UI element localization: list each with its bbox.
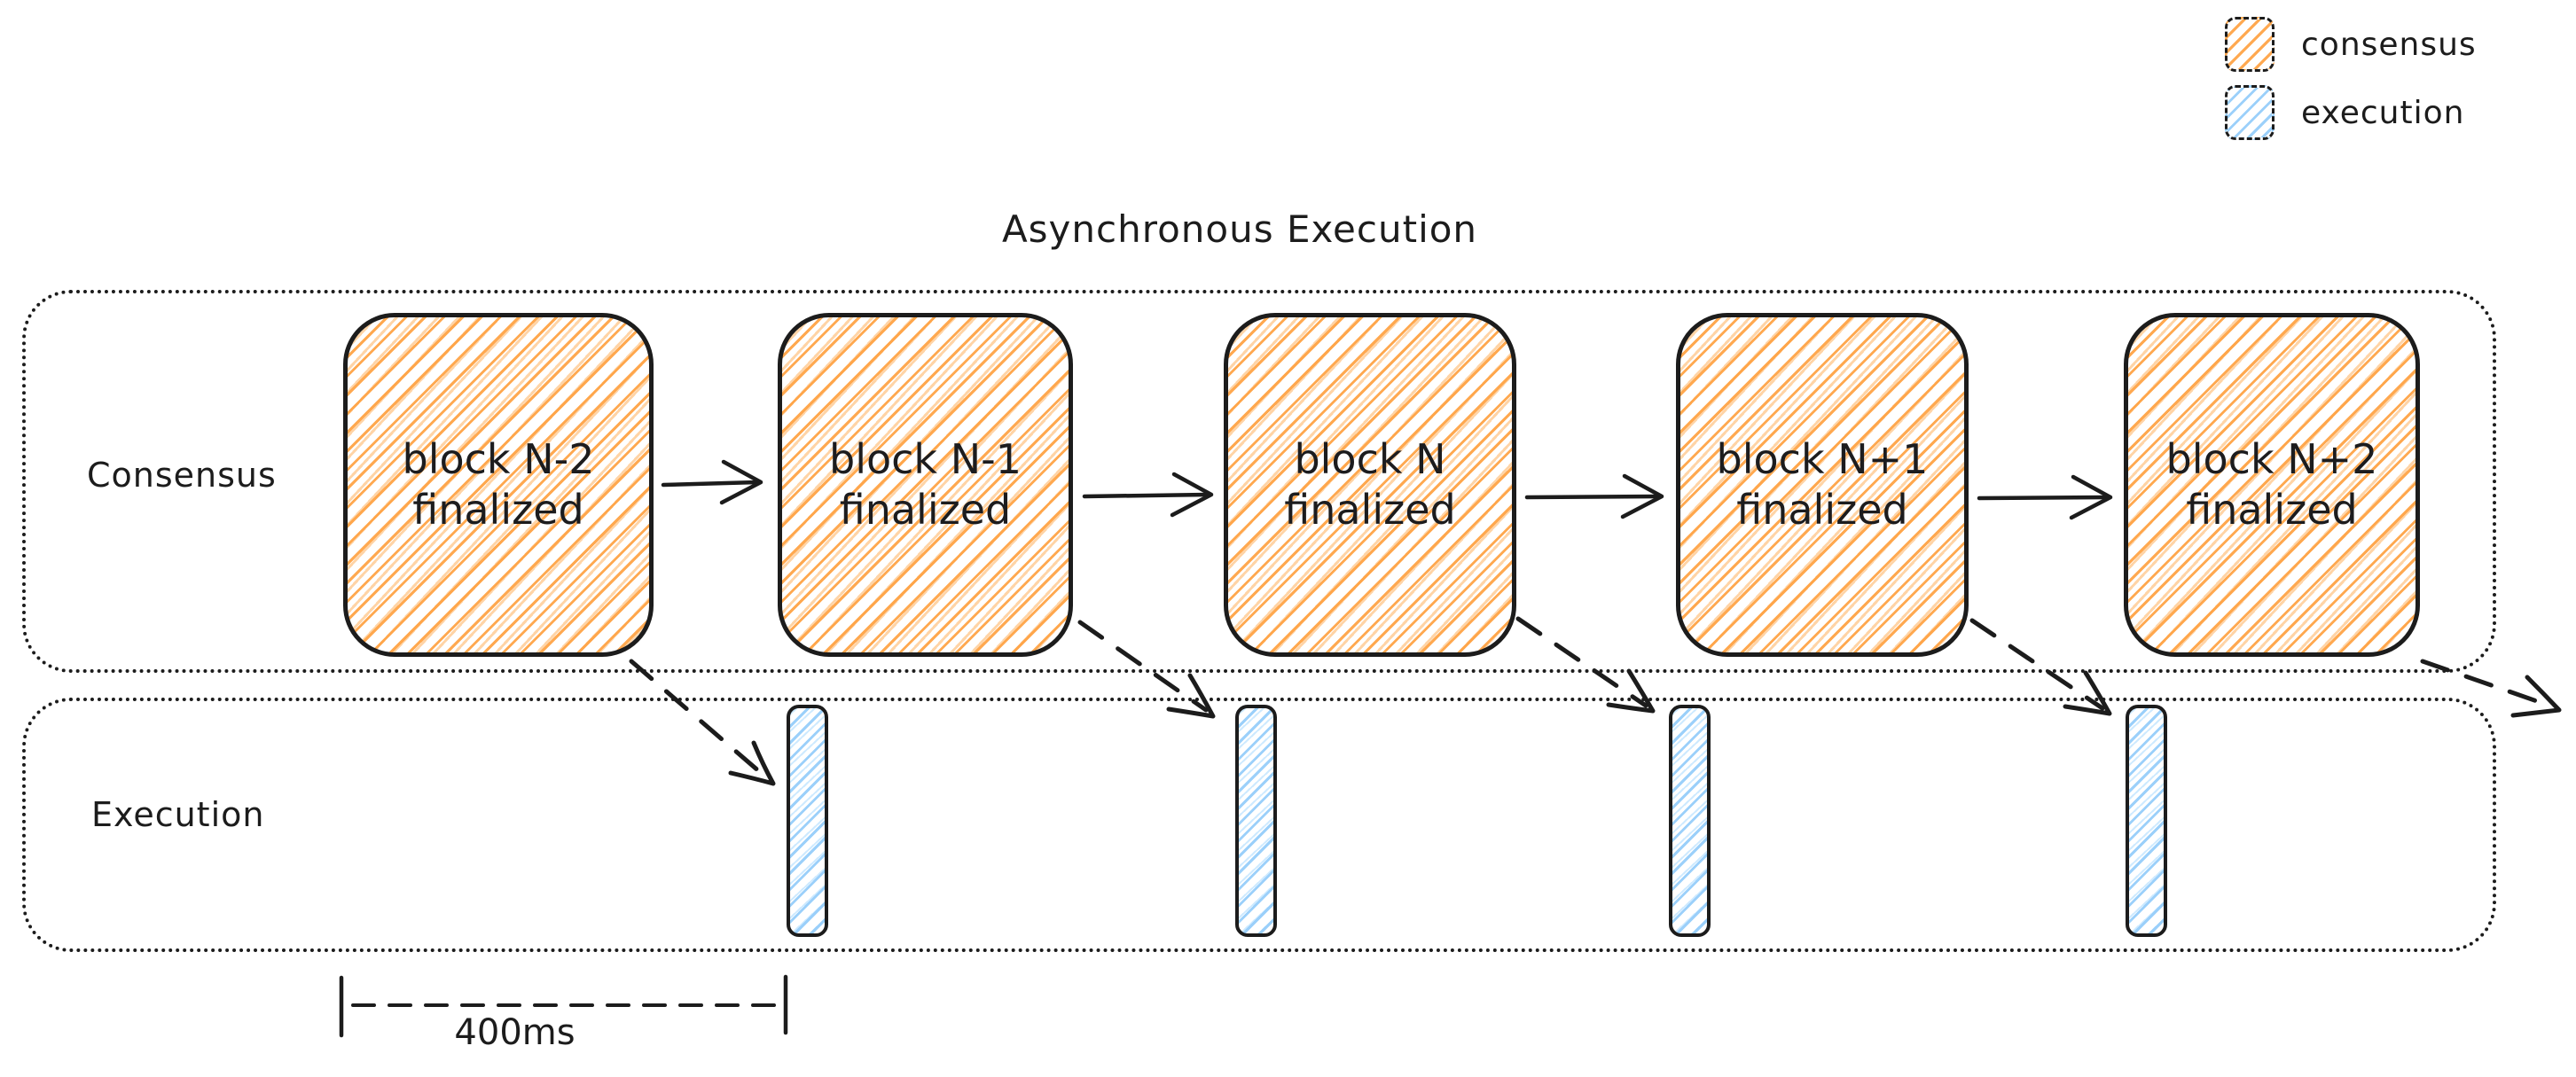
legend-item-consensus: consensus xyxy=(2225,17,2477,72)
execution-slot-4 xyxy=(2126,705,2167,937)
execution-slot-3 xyxy=(1669,705,1711,937)
consensus-block-n: block N finalized xyxy=(1224,313,1516,657)
legend-label-execution: execution xyxy=(2301,94,2465,131)
measure-label: 400ms xyxy=(454,1012,575,1053)
block-label: block N+1 xyxy=(1716,435,1929,483)
execution-lane-label: Execution xyxy=(91,795,265,834)
consensus-lane xyxy=(22,290,2496,673)
block-label: block N-2 xyxy=(402,435,595,483)
block-label: finalized xyxy=(412,486,584,534)
execution-slot-2 xyxy=(1235,705,1277,937)
block-label: finalized xyxy=(1736,486,1908,534)
block-label: finalized xyxy=(1284,486,1456,534)
consensus-block-n-plus-1: block N+1 finalized xyxy=(1676,313,1969,657)
execution-lane xyxy=(22,698,2496,952)
legend-label-consensus: consensus xyxy=(2301,26,2477,63)
block-label: finalized xyxy=(2186,486,2358,534)
consensus-lane-label: Consensus xyxy=(87,456,277,495)
block-label: finalized xyxy=(839,486,1012,534)
execution-slot-1 xyxy=(787,705,828,937)
block-label: block N xyxy=(1294,435,1446,483)
diagram-title: Asynchronous Execution xyxy=(1001,207,1478,251)
legend-item-execution: execution xyxy=(2225,85,2464,140)
consensus-swatch-icon xyxy=(2225,17,2275,72)
consensus-block-n-plus-2: block N+2 finalized xyxy=(2124,313,2420,657)
consensus-block-n-minus-2: block N-2 finalized xyxy=(343,313,654,657)
execution-swatch-icon xyxy=(2225,85,2275,140)
block-label: block N+2 xyxy=(2165,435,2378,483)
block-label: block N-1 xyxy=(829,435,1022,483)
consensus-block-n-minus-1: block N-1 finalized xyxy=(778,313,1073,657)
